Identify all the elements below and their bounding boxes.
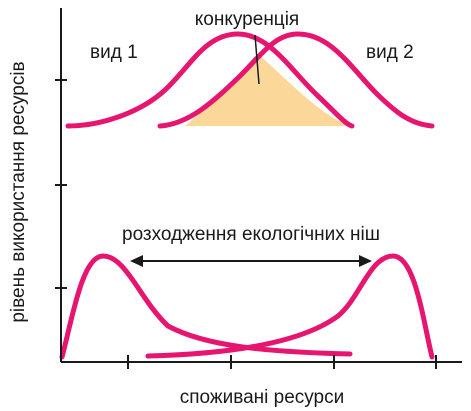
- species-1-curve-upper: [65, 31, 355, 129]
- species-2-label: вид 2: [366, 42, 414, 63]
- x-axis-label: споживані ресурси: [180, 387, 345, 408]
- divergence-arrow: [130, 255, 372, 267]
- competition-label: конкуренція: [195, 9, 299, 30]
- species-2-curve-upper: [157, 31, 435, 129]
- species-2-curve-lower: [145, 253, 435, 360]
- species-1-label: вид 1: [90, 42, 138, 63]
- y-axis-label: рівень використання ресурсів: [8, 61, 29, 322]
- x-axis: [61, 355, 462, 369]
- species-1-curve-lower: [59, 253, 353, 360]
- competition-pointer: [254, 34, 260, 85]
- y-axis: [55, 8, 67, 362]
- competition-overlap-area: [185, 55, 350, 126]
- divergence-label: розходження екологічних ніш: [122, 224, 380, 245]
